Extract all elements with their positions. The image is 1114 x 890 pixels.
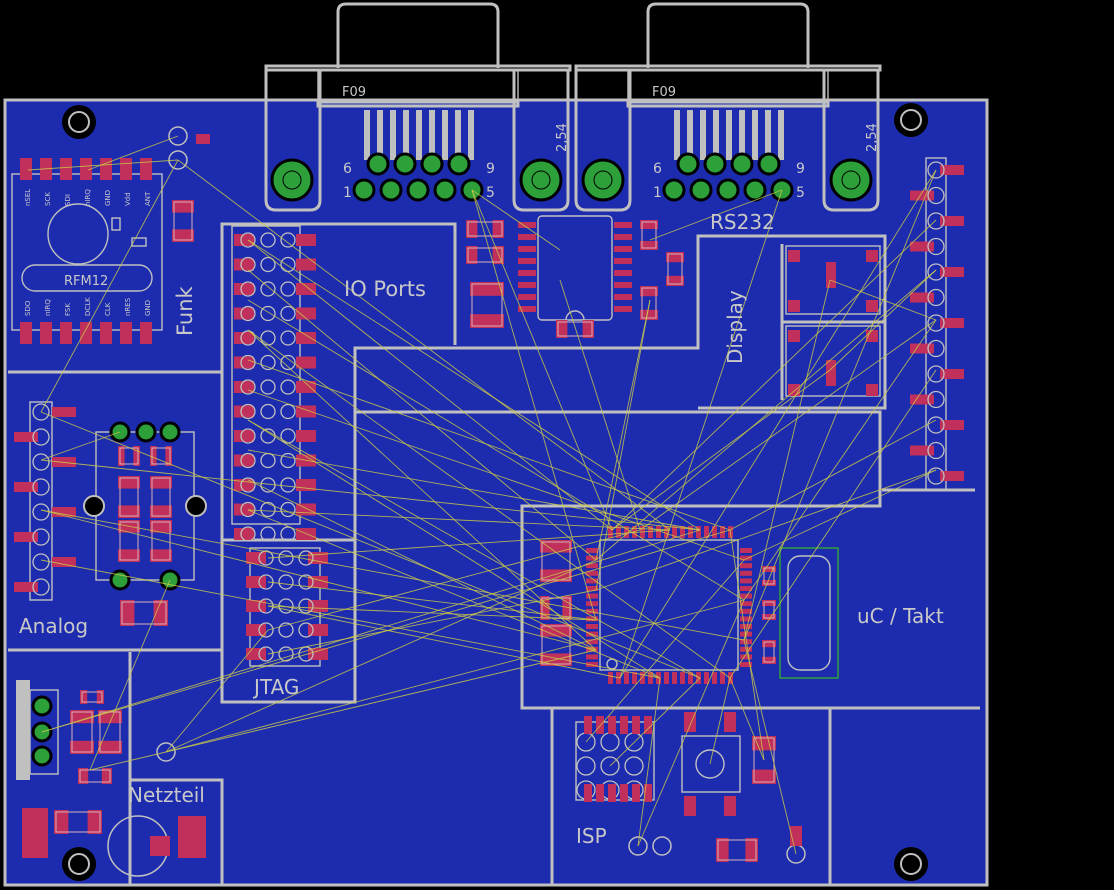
rfm12-pin-label: Vdd <box>124 192 132 206</box>
db9-connector-left <box>264 2 572 212</box>
connector1-name: F09 <box>342 85 366 100</box>
uc-takt-label: uC / Takt <box>857 604 944 628</box>
rfm12-pin-label: nRES <box>124 297 132 316</box>
funk-label: Funk <box>173 285 197 336</box>
rfm12-pin-label: SCK <box>44 192 52 206</box>
netzteil-label: Netzteil <box>128 783 205 807</box>
rfm12-module <box>11 158 163 344</box>
power-connector <box>16 680 59 780</box>
pin6-right: 6 <box>653 161 662 177</box>
rfm12-pin-label: FSK <box>64 303 72 316</box>
text-labels: Funk RFM12 IO Ports RS232 Display Analog… <box>19 85 944 848</box>
rfm12-pin-label: DCLK <box>84 297 92 316</box>
display-transistors <box>785 245 881 397</box>
connector2-name: F09 <box>652 85 676 100</box>
pin9-right: 9 <box>796 161 805 177</box>
section-dividers <box>8 222 980 885</box>
rfm12-pin-label: GND <box>104 190 112 206</box>
pitch-left: 2,54 <box>555 123 570 152</box>
mounting-holes <box>62 103 928 881</box>
pin5-right: 5 <box>796 185 805 201</box>
isp-label: ISP <box>576 824 607 848</box>
jtag-label: JTAG <box>252 675 299 699</box>
pin5-left: 5 <box>486 185 495 201</box>
analog-header <box>29 401 53 601</box>
rfm12-pin-label: ANT <box>144 191 152 206</box>
pin6-left: 6 <box>343 161 352 177</box>
crystal-oscillator <box>779 547 839 679</box>
rfm12-pin-labels: nSEL SCK SDI nIRQ GND Vdd ANT SDO nIRQ FSK DCLK CLK… <box>24 189 152 316</box>
db9-connector-right <box>574 2 882 212</box>
pitch-right: 2,54 <box>865 123 880 152</box>
rfm12-pin-label: nIRQ <box>84 189 92 206</box>
rfm12-pin-label: nSEL <box>24 189 32 206</box>
rfm12-pin-label: CLK <box>104 302 112 316</box>
airwires <box>27 135 937 855</box>
rfm12-pin-label: SDO <box>24 300 32 316</box>
io-ports-label: IO Ports <box>344 277 426 301</box>
display-label: Display <box>723 290 747 364</box>
pin9-left: 9 <box>486 161 495 177</box>
pin1-right: 1 <box>653 185 662 201</box>
rfm12-label: RFM12 <box>64 274 108 289</box>
rfm12-pin-label: SDI <box>64 194 72 206</box>
pin1-left: 1 <box>343 185 352 201</box>
rfm12-pin-label: nIRQ <box>44 299 52 316</box>
potentiometer <box>681 735 741 793</box>
rs232-ic <box>537 215 613 321</box>
rfm12-pin-label: GND <box>144 300 152 316</box>
pads <box>14 126 964 864</box>
analog-label: Analog <box>19 614 88 638</box>
rs232-label: RS232 <box>710 210 775 234</box>
